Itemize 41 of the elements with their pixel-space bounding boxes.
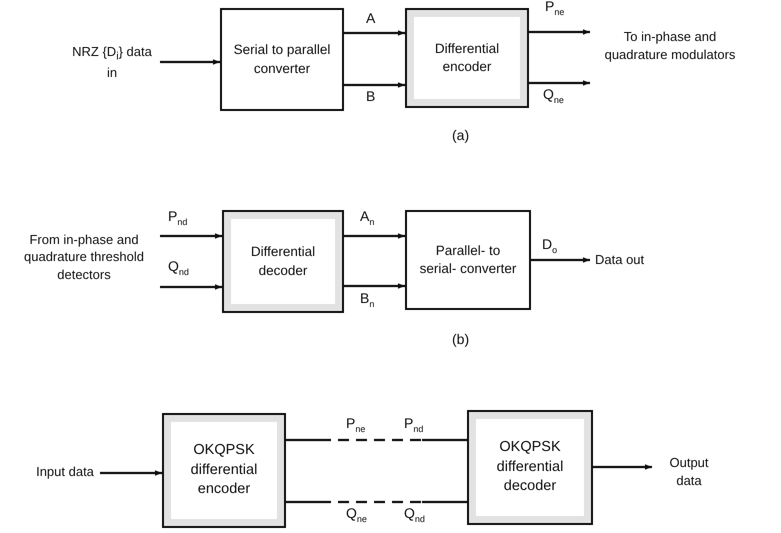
shaded-process-box: OKQPSK differential encoder: [162, 413, 286, 528]
signal-text: NRZ {D$_{i}$} data in: [64, 42, 160, 82]
signal-text: To in-phase and quadrature modulators: [590, 24, 750, 68]
signal-label: P$_{nd}$: [404, 415, 424, 434]
figure-label: (a): [452, 127, 470, 143]
signal-arrow: [593, 464, 652, 470]
shaded-process-box: OKQPSK differential decoder: [467, 410, 593, 525]
edge-label: P$_{ne}$: [545, 0, 564, 17]
signal-arrow: [100, 470, 162, 476]
signal-text: Input data: [30, 452, 100, 492]
signal-arrow: [160, 284, 222, 290]
edge-label: A$_{n}$: [360, 208, 374, 227]
dashed-signal-line: [286, 438, 467, 442]
edge-label: A: [366, 10, 376, 26]
signal-label: Q$_{nd}$: [404, 505, 425, 524]
signal-text: Data out: [590, 250, 674, 270]
signal-arrow: [531, 257, 590, 263]
signal-arrow: [344, 82, 405, 88]
signal-arrow: [529, 80, 590, 86]
edge-label: Q$_{nd}$: [168, 258, 189, 277]
shaded-process-box: Differential encoder: [405, 8, 529, 108]
shaded-process-box: Differential decoder: [222, 210, 344, 313]
signal-arrow: [160, 233, 222, 239]
edge-label: B$_{n}$: [360, 290, 374, 309]
signal-arrow: [529, 29, 590, 35]
edge-label: P$_{nd}$: [168, 208, 188, 227]
signal-label: Q$_{ne}$: [346, 505, 367, 524]
signal-arrow: [344, 283, 405, 289]
signal-label: P$_{ne}$: [346, 415, 366, 434]
signal-text: Output data: [652, 452, 726, 492]
signal-arrow: [344, 233, 405, 239]
process-box: Parallel- to serial- converter: [405, 210, 531, 310]
edge-label: D$_{o}$: [542, 236, 558, 255]
edge-label: Q$_{ne}$: [543, 86, 564, 105]
dashed-signal-line: [286, 500, 467, 504]
process-box: Serial to parallel converter: [220, 8, 344, 111]
edge-label: B: [366, 88, 376, 104]
figure-label: (b): [452, 331, 470, 347]
signal-text: From in-phase and quadrature threshold detectors: [8, 214, 160, 300]
signal-arrow: [160, 59, 220, 65]
signal-arrow: [344, 30, 405, 36]
